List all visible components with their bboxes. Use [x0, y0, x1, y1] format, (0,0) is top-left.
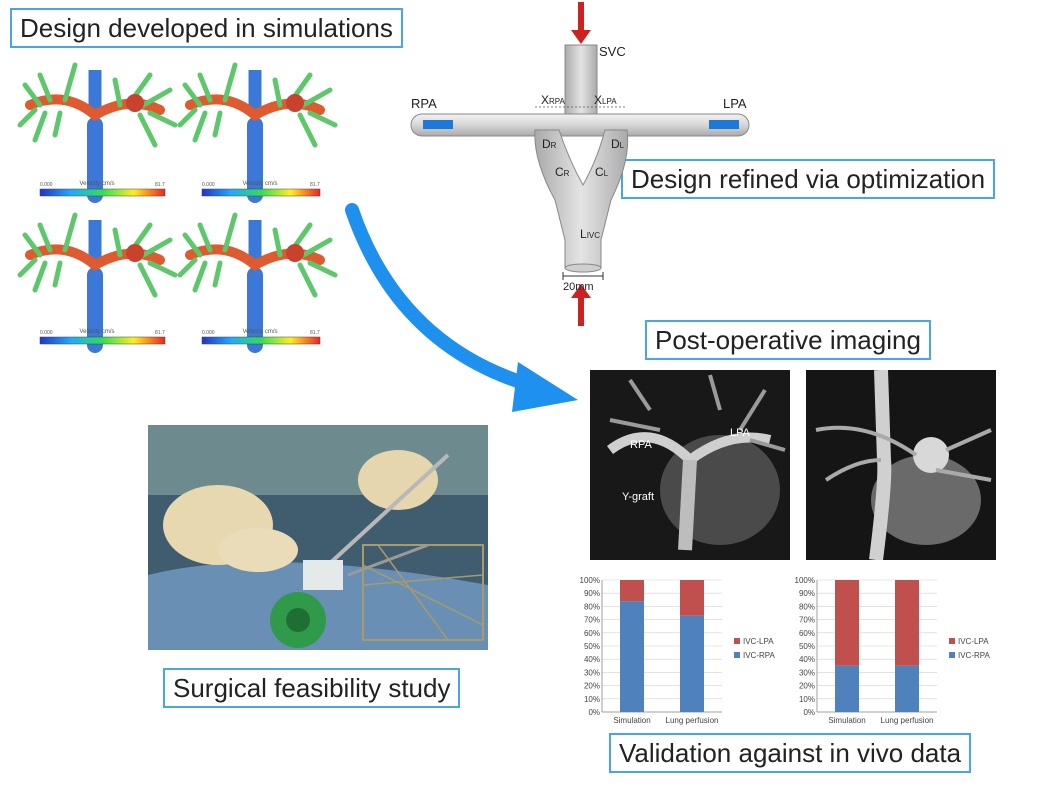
y-tick-label: 20% [584, 682, 600, 691]
colorbar-title: Velocity cm/s [242, 329, 277, 335]
validation-label: Validation against in vivo data [609, 733, 972, 773]
simulation-panel-4: Velocity cm/s 0.000 81.7 [180, 215, 335, 345]
svg-text:0.000: 0.000 [202, 330, 215, 336]
bar-ivc-lpa [680, 580, 704, 616]
simulation-panel-2: Velocity cm/s 0.000 81.7 [180, 65, 335, 196]
x-tick-label: Simulation [613, 716, 650, 725]
y-tick-label: 10% [584, 695, 600, 704]
y-tick-label: 30% [584, 668, 600, 677]
x-rpa-label: XRPA [541, 93, 566, 107]
x-tick-label: Lung perfusion [881, 716, 934, 725]
legend-swatch [949, 652, 955, 658]
legend-label: IVC-RPA [958, 651, 991, 660]
d-r-label: DR [542, 137, 557, 151]
y-graft-schematic: SVC RPA LPA XRPA XLPA DR DL CR CL LIVC 2… [410, 2, 750, 326]
y-tick-label: 50% [584, 642, 600, 651]
colorbar [39, 336, 166, 345]
x-lpa-label: XLPA [594, 93, 617, 107]
y-tick-label: 90% [584, 589, 600, 598]
y-tick-label: 0% [803, 708, 815, 717]
y-tick-label: 60% [799, 629, 815, 638]
y-tick-label: 0% [588, 708, 600, 717]
svc-tube [564, 44, 598, 121]
bar-chart-right: 0% 10% 20% 30% 40% 50% 60% 70% 80% 90% 100% Simulat… [795, 576, 991, 725]
y-tick-label: 40% [584, 655, 600, 664]
simulation-panel-3: Velocity cm/s 0.000 81.7 [20, 215, 175, 345]
bar-ivc-lpa [895, 580, 919, 666]
simulation-panel-1: Velocity cm/s 0.000 81.7 [20, 65, 175, 196]
y-tick-label: 100% [580, 576, 600, 585]
d-l-label: DL [611, 137, 625, 151]
mri-lpa-label: LPA [730, 427, 751, 439]
optimization-label: Design refined via optimization [621, 159, 996, 199]
y-tick-label: 60% [584, 629, 600, 638]
mri-rpa-label: RPA [630, 439, 652, 451]
svg-text:81.7: 81.7 [310, 182, 320, 188]
bar-ivc-lpa [620, 580, 644, 602]
mri-ygraft-label: Y-graft [622, 491, 654, 503]
colorbar-title: Velocity cm/s [79, 329, 114, 335]
rpa-label: RPA [411, 96, 437, 111]
y-tick-label: 90% [799, 589, 815, 598]
bar-ivc-rpa [620, 601, 644, 712]
colorbar [201, 336, 321, 345]
y-tick-label: 20% [799, 682, 815, 691]
y-graft-body [534, 129, 629, 269]
simulation-panels: Velocity cm/s 0.000 81.7 Velocity cm/s 0… [15, 55, 355, 355]
legend-label: IVC-LPA [743, 637, 774, 646]
width-label: 20mm [563, 281, 594, 293]
legend-swatch [734, 638, 740, 644]
y-tick-label: 100% [795, 576, 815, 585]
c-l-label: CL [595, 165, 609, 179]
colorbar [39, 188, 166, 197]
bar-ivc-rpa [895, 665, 919, 712]
y-tick-label: 30% [799, 668, 815, 677]
inflow-arrow-top [571, 2, 591, 44]
svg-text:81.7: 81.7 [155, 330, 165, 336]
y-tick-label: 50% [799, 642, 815, 651]
y-tick-label: 40% [799, 655, 815, 664]
inflow-arrow-bottom [571, 284, 591, 326]
legend-label: IVC-RPA [743, 651, 776, 660]
svg-text:0.000: 0.000 [202, 182, 215, 188]
lpa-label: LPA [723, 96, 747, 111]
colorbar [201, 188, 321, 197]
mri-image-right [806, 370, 996, 560]
svc-label: SVC [599, 44, 626, 59]
bar-ivc-lpa [835, 580, 859, 666]
bar-chart-left: 0% 10% 20% 30% 40% 50% 60% 70% 80% 90% 100% Simulat… [580, 576, 776, 725]
colorbar-title: Velocity cm/s [79, 181, 114, 187]
workflow-arrow [345, 203, 578, 412]
bar-ivc-rpa [680, 615, 704, 712]
lpa-flow-marker [709, 120, 739, 129]
pa-tube [410, 113, 750, 137]
y-tick-label: 10% [799, 695, 815, 704]
svg-text:0.000: 0.000 [40, 182, 53, 188]
simulations-label: Design developed in simulations [10, 8, 403, 48]
svg-text:81.7: 81.7 [155, 182, 165, 188]
c-r-label: CR [555, 165, 570, 179]
mri-image-left: RPA LPA Y-graft [590, 370, 790, 560]
bar-ivc-rpa [835, 665, 859, 712]
y-tick-label: 80% [799, 602, 815, 611]
l-ivc-label: LIVC [580, 227, 600, 241]
legend-label: IVC-LPA [958, 637, 989, 646]
svg-text:0.000: 0.000 [40, 330, 53, 336]
y-tick-label: 70% [799, 616, 815, 625]
legend-swatch [734, 652, 740, 658]
x-tick-label: Lung perfusion [666, 716, 719, 725]
surgical-label: Surgical feasibility study [163, 668, 461, 708]
rpa-flow-marker [423, 120, 453, 129]
surgery-photo [148, 425, 488, 650]
svg-text:81.7: 81.7 [310, 330, 320, 336]
legend-swatch [949, 638, 955, 644]
x-tick-label: Simulation [828, 716, 865, 725]
imaging-label: Post-operative imaging [645, 320, 931, 360]
y-tick-label: 70% [584, 616, 600, 625]
colorbar-title: Velocity cm/s [242, 181, 277, 187]
y-tick-label: 80% [584, 602, 600, 611]
